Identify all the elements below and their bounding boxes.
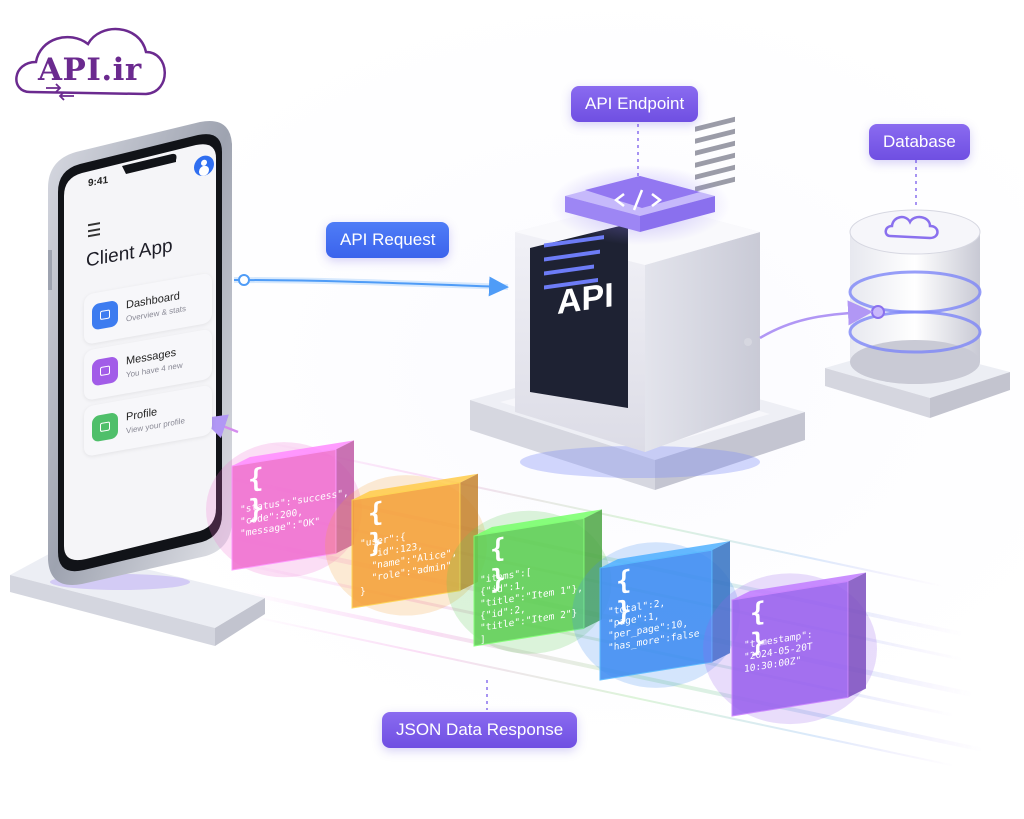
json-cube-top (600, 541, 730, 568)
logo-cloud (15, 27, 166, 96)
server-database-arrow (759, 300, 873, 340)
logo-text: API.ir (38, 52, 142, 88)
json-cube-top (232, 440, 354, 466)
logo-arrows-icon (46, 83, 74, 101)
json-blocks (206, 440, 877, 725)
json-cube-side (584, 509, 602, 629)
json-response-label: JSON Data Response (382, 712, 578, 748)
json-cube (325, 473, 487, 616)
json-cube-top (474, 509, 602, 536)
json-cube (206, 440, 362, 578)
json-cube (703, 572, 877, 725)
messages-icon (92, 355, 118, 387)
phone-screen: 9:41 Client App Dashboard Overview & sta… (78, 143, 218, 548)
json-cube-side (712, 541, 730, 663)
api-endpoint-label: API Endpoint (571, 86, 699, 122)
json-cube-top (732, 572, 866, 600)
api-request-label: API Request (326, 222, 450, 258)
menu-icon[interactable] (88, 222, 100, 238)
code-icon (613, 189, 663, 211)
database-label: Database (869, 124, 970, 160)
server-label: API (557, 276, 614, 322)
json-cube (572, 541, 740, 688)
database (848, 209, 982, 384)
json-cube-front (231, 448, 337, 571)
status-bar-time: 9:41 (88, 174, 109, 190)
dashboard-icon (92, 299, 118, 331)
json-cube-front (473, 517, 585, 647)
profile-icon (92, 411, 118, 443)
cloud-icon (884, 215, 939, 240)
json-cube (446, 509, 612, 654)
json-cube-front (599, 549, 713, 681)
json-cube-front (351, 482, 461, 609)
api-request-arrow (233, 276, 509, 297)
json-cube-top (352, 473, 478, 500)
json-cube-front (731, 580, 849, 717)
avatar[interactable] (194, 154, 214, 178)
json-cube-side (336, 440, 354, 554)
json-cube-side (848, 572, 866, 698)
api-endpoint-block (550, 165, 730, 245)
app-title: Client App (86, 235, 173, 272)
connectors (201, 124, 917, 710)
